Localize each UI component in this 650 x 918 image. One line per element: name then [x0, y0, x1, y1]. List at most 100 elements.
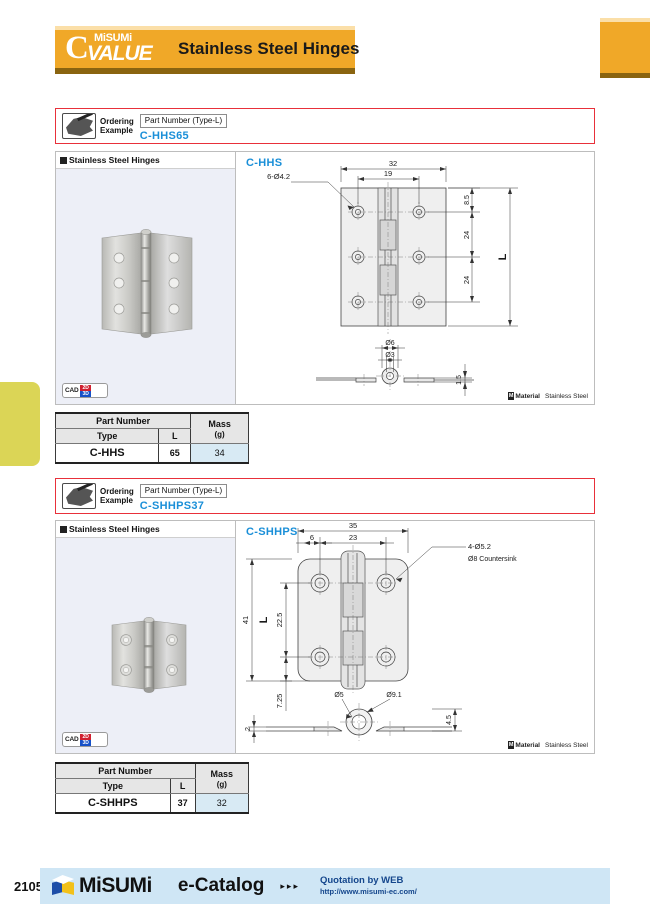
cad-3d-tag-1: 3D: [80, 390, 91, 397]
bullet-square-icon: [60, 525, 67, 533]
dim-bottom-offset-2: 7.25: [275, 694, 284, 709]
cell-l-1: 65: [158, 443, 192, 464]
drawing-column-2: C-SHHPS: [236, 521, 594, 753]
material-badge-2: M: [507, 741, 515, 749]
dim-knuckle-od-2: Ø9.1: [386, 692, 401, 699]
th-part-number-1: Part Number: [54, 412, 192, 429]
cad-2d-tag-2: 2D: [80, 733, 91, 740]
dim-thickness-1: 1.5: [456, 375, 463, 385]
material-note-1: M Material Stainless Steel: [507, 392, 588, 400]
c-value-misumi-text: MiSUMi: [94, 32, 132, 44]
dim-height-2: 4.5: [446, 715, 453, 725]
panel-section-label-1: Stainless Steel Hinges: [56, 152, 235, 169]
page-edge-tab-left: [0, 382, 40, 466]
dim-hole-span-2: 23: [349, 533, 357, 542]
cad-3d-tag-2: 3D: [80, 739, 91, 746]
dim-countersink-note-2: Ø8 Countersink: [468, 556, 517, 563]
technical-drawing-1: 32 19 6-Ø4.2 8.5 24 24 L Ø6 Ø3 1.5: [267, 159, 518, 396]
ordering-example-box-2: Ordering Example Part Number (Type-L) C-…: [55, 478, 595, 514]
bullet-square-icon: [60, 156, 67, 164]
misumi-cube-logo-icon: [52, 875, 74, 897]
cad-badge-1[interactable]: CAD 2D 3D: [62, 383, 108, 398]
th-mass-1: Mass (g): [190, 412, 249, 444]
dim-width-overall-1: 32: [389, 159, 397, 168]
cell-type-2: C-SHHPS: [55, 793, 171, 814]
dim-edge-offset-2: 6: [310, 533, 314, 542]
ordering-hand-icon: [62, 113, 96, 139]
spec-table-1: Part Number Mass (g) Type L C-HHS 65 34: [54, 412, 249, 464]
part-number-value-1[interactable]: C-HHS65: [139, 130, 189, 142]
part-number-caption-1: Part Number (Type-L): [139, 114, 228, 128]
dim-hole-pitch-2: 22.5: [275, 613, 284, 628]
th-part-number-2: Part Number: [55, 762, 196, 779]
product-panel-1: Stainless Steel Hinges: [55, 151, 595, 405]
page-title: Stainless Steel Hinges: [178, 39, 360, 58]
material-label-1: Material: [515, 392, 540, 400]
th-mass-2: Mass (g): [194, 762, 250, 794]
footer-quotation[interactable]: Quotation by WEB http://www.misumi-ec.co…: [320, 875, 417, 897]
dim-hole-span-1: 19: [384, 169, 392, 178]
quotation-title: Quotation by WEB: [319, 875, 404, 886]
hinge-photo-1: [101, 229, 193, 338]
cell-type-1: C-HHS: [54, 443, 160, 464]
material-value-1: Stainless Steel: [545, 392, 588, 400]
cad-label-2: CAD: [65, 736, 79, 743]
material-badge-1: M: [507, 392, 515, 400]
th-l-1: L: [158, 428, 192, 444]
ordering-hand-icon: [62, 483, 96, 509]
part-number-value-2[interactable]: C-SHHPS37: [139, 500, 205, 512]
product-panel-2: Stainless Steel Hinges: [55, 520, 595, 754]
footer-catalog-label: e-Catalog: [177, 875, 265, 896]
material-note-2: M Material Stainless Steel: [507, 741, 588, 749]
technical-drawing-2: 35 6 23 4-Ø5.2 Ø8 Countersink 41 L 22.5 …: [241, 521, 517, 743]
page-header-banner: C MiSUMi VALUE Stainless Steel Hinges: [55, 26, 359, 74]
material-value-2: Stainless Steel: [545, 741, 588, 749]
table-row[interactable]: C-HHS 65 34: [54, 443, 249, 464]
product-photo-column-1: Stainless Steel Hinges: [56, 152, 236, 404]
c-value-logo: C MiSUMi VALUE: [65, 32, 170, 66]
model-name-2: C-SHHPS: [246, 526, 298, 538]
dim-width-overall-2: 35: [349, 521, 357, 530]
ordering-part-number-1: Part Number (Type-L) C-HHS65: [139, 110, 228, 142]
dim-knuckle-od-1: Ø6: [385, 340, 394, 347]
dim-pin-dia-1: Ø3: [385, 352, 394, 359]
dim-height-overall-2: 41: [241, 616, 250, 624]
th-l-2: L: [169, 778, 196, 794]
th-type-2: Type: [55, 778, 171, 794]
c-value-value-text: VALUE: [87, 42, 153, 65]
dim-hole-note-1: 6-Ø4.2: [267, 172, 290, 181]
dim-pitch-1b: 24: [462, 276, 471, 284]
table-row[interactable]: C-SHHPS 37 32: [55, 793, 250, 814]
arrows-icon: ▸▸▸: [280, 880, 300, 891]
dim-thickness-2: 2: [245, 727, 252, 731]
footer-brand: MiSUMi: [79, 874, 152, 897]
dim-hole-note-2: 4-Ø5.2: [468, 542, 491, 551]
ordering-example-label-2: Ordering Example: [100, 486, 134, 506]
material-label-2: Material: [515, 741, 540, 749]
dim-edge-offset-1: 8.5: [464, 195, 471, 205]
dim-pin-dia-2: Ø5: [334, 692, 343, 699]
ordering-example-label-1: Ordering Example: [100, 116, 134, 136]
quotation-url[interactable]: http://www.misumi-ec.com/: [319, 887, 417, 896]
model-name-1: C-HHS: [246, 157, 283, 169]
page-footer: MiSUMi e-Catalog ▸▸▸ Quotation by WEB ht…: [40, 868, 610, 904]
cell-l-2: 37: [169, 793, 196, 814]
cad-label-1: CAD: [65, 387, 79, 394]
drawing-column-1: C-HHS: [236, 152, 594, 404]
cell-mass-1: 34: [190, 443, 249, 464]
part-number-caption-2: Part Number (Type-L): [139, 484, 228, 498]
c-value-c-glyph: C: [65, 30, 89, 66]
cad-2d-tag-1: 2D: [80, 384, 91, 391]
page-number: 2105: [14, 879, 43, 894]
dim-length-label-2: L: [258, 616, 270, 623]
hinge-photo-2: [111, 617, 187, 693]
panel-section-label-2: Stainless Steel Hinges: [56, 521, 235, 538]
page-edge-tab-right: [600, 18, 650, 78]
cell-mass-2: 32: [194, 793, 250, 814]
cad-badge-2[interactable]: CAD 2D 3D: [62, 732, 108, 747]
dim-pitch-1a: 24: [462, 231, 471, 239]
ordering-example-box-1: Ordering Example Part Number (Type-L) C-…: [55, 108, 595, 144]
ordering-part-number-2: Part Number (Type-L) C-SHHPS37: [139, 480, 228, 512]
product-photo-column-2: Stainless Steel Hinges: [56, 521, 236, 753]
spec-table-2: Part Number Mass (g) Type L C-SHHPS 37 3…: [55, 762, 250, 814]
